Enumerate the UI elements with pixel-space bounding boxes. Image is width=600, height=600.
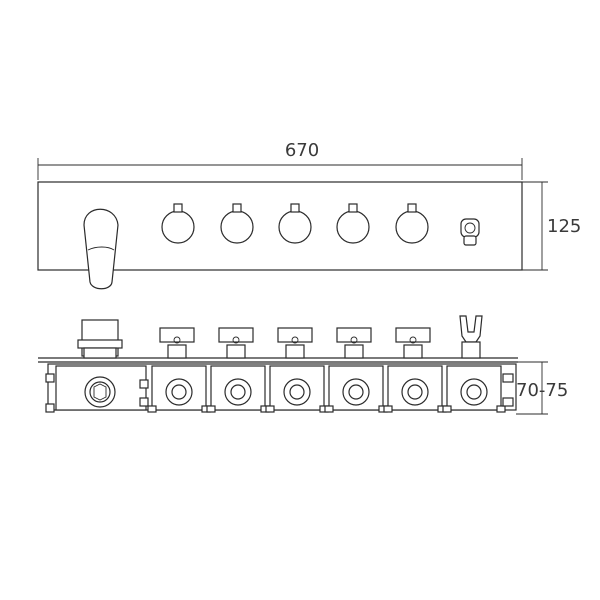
round-knob-3 bbox=[278, 203, 312, 244]
square-handle-3 bbox=[277, 327, 313, 359]
valve-body-2 bbox=[206, 365, 270, 413]
round-knob-4 bbox=[336, 203, 370, 244]
valve-body-main bbox=[45, 365, 149, 413]
hand-shower-holder-icon bbox=[459, 315, 483, 359]
depth-label: 70-75 bbox=[516, 380, 568, 401]
valve-body-5 bbox=[383, 365, 447, 413]
shower-outlet-icon bbox=[460, 218, 480, 246]
round-knob-2 bbox=[220, 203, 254, 244]
valve-body-1 bbox=[147, 365, 211, 413]
square-handle-1 bbox=[159, 327, 195, 359]
square-handle-5 bbox=[395, 327, 431, 359]
square-handle-2 bbox=[218, 327, 254, 359]
lever-handle-icon bbox=[83, 208, 119, 290]
valve-body-4 bbox=[324, 365, 388, 413]
width-dimension: 670 bbox=[37, 140, 523, 180]
height-label: 125 bbox=[547, 216, 581, 237]
height-dimension: 125 bbox=[522, 181, 581, 271]
faceplate bbox=[37, 181, 523, 271]
depth-dimension: 70-75 bbox=[516, 361, 568, 415]
front-view bbox=[37, 181, 523, 290]
side-view bbox=[38, 315, 518, 413]
valve-body-3 bbox=[265, 365, 329, 413]
square-lever-handle bbox=[77, 319, 123, 359]
round-knob-1 bbox=[161, 203, 195, 244]
valve-body-6 bbox=[442, 365, 514, 413]
width-label: 670 bbox=[285, 140, 319, 161]
round-knob-5 bbox=[395, 203, 429, 244]
square-handle-4 bbox=[336, 327, 372, 359]
